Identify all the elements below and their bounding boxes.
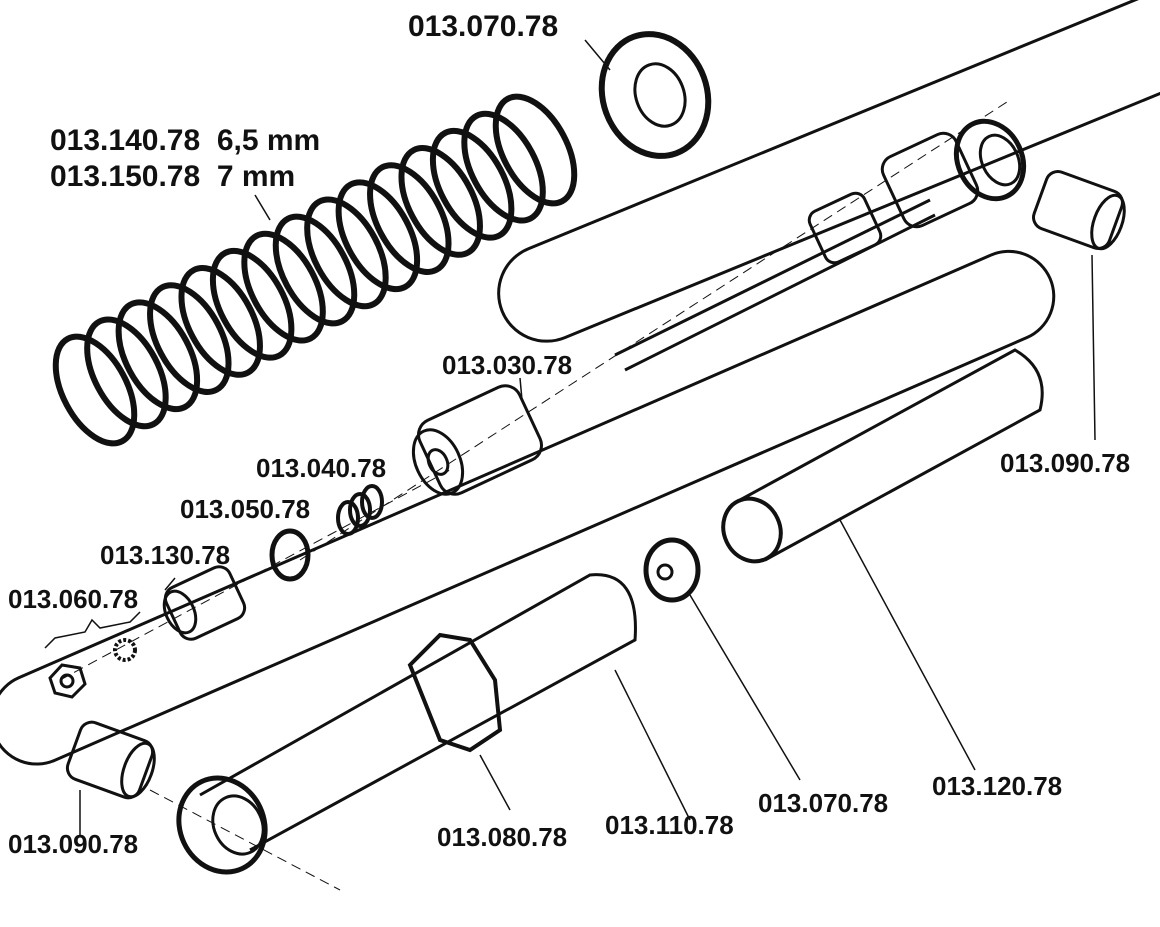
dust-tube xyxy=(721,348,1044,771)
lower-assembly-outline xyxy=(0,249,1056,766)
label-adjuster: 013.080.78 xyxy=(437,822,568,852)
piston-rod xyxy=(614,118,1027,372)
spring-coil xyxy=(461,110,546,224)
spring-coil xyxy=(209,247,295,361)
label-body: 013.110.78 xyxy=(605,810,734,840)
spring-coil xyxy=(115,299,201,413)
spring-coil xyxy=(84,316,169,430)
label-bushing-right: 013.090.78 xyxy=(1000,448,1131,478)
circlip xyxy=(269,528,311,582)
small-spring xyxy=(336,484,384,536)
spring-coil xyxy=(241,230,326,344)
label-ring-top: 013.070.78 xyxy=(408,10,559,43)
label-bushing-left: 013.090.78 xyxy=(8,829,139,859)
label-tube: 013.120.78 xyxy=(932,771,1063,801)
spring-coil xyxy=(178,265,263,378)
spring-coil xyxy=(304,196,389,310)
shock-body xyxy=(176,573,691,875)
label-valve-body: 013.130.78 xyxy=(100,540,231,570)
spring-coil xyxy=(272,213,358,327)
label-small-spring: 013.040.78 xyxy=(256,453,387,483)
spring-seat-ring-bottom xyxy=(643,537,801,781)
coil-spring xyxy=(52,93,578,447)
spring-seat-ring-top xyxy=(598,31,712,159)
label-ring-bottom: 013.070.78 xyxy=(758,788,889,818)
label-guide-nut: 013.030.78 xyxy=(442,350,573,380)
spring-coil xyxy=(367,162,452,275)
spring-coil xyxy=(492,93,578,207)
nut-and-washer xyxy=(44,611,141,699)
bushing-left xyxy=(65,720,156,835)
guide-nut xyxy=(411,377,543,496)
spring-coil xyxy=(335,179,421,293)
valve-body xyxy=(162,565,247,641)
label-nut-washer: 013.060.78 xyxy=(8,584,139,614)
label-circlip: 013.050.78 xyxy=(180,494,311,524)
spring-coil xyxy=(147,282,232,395)
label-spring-6-5mm: 013.140.78 6,5 mm xyxy=(50,124,321,157)
upper-assembly-outline xyxy=(497,0,1160,343)
spring-coil xyxy=(429,127,515,241)
spring-coil xyxy=(398,145,483,258)
label-spring-7mm: 013.150.78 7 mm xyxy=(50,160,296,193)
bushing-right xyxy=(1032,170,1126,441)
spring-coil xyxy=(52,333,138,447)
